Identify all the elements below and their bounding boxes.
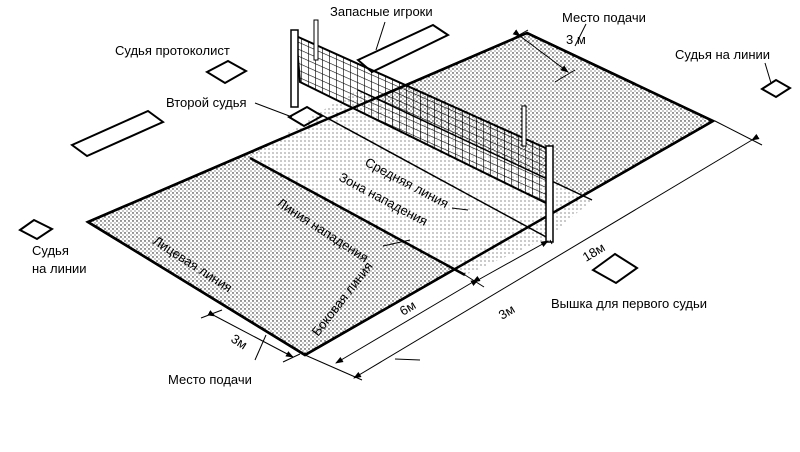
label-line-judge-left-1: Судья — [32, 243, 69, 258]
net-post-right — [545, 145, 554, 243]
label-serve-zone-top: Место подачи — [562, 10, 646, 25]
label-second-referee: Второй судья — [166, 95, 247, 110]
label-scorekeeper: Судья протоколист — [115, 43, 230, 58]
label-18m: 18м — [580, 240, 608, 265]
scorekeeper-box — [204, 59, 249, 85]
label-first-referee-stand: Вышка для первого судьи — [551, 296, 707, 311]
left-bench-area — [70, 109, 165, 158]
label-6m: 6м — [397, 297, 419, 318]
net-post-far — [313, 19, 319, 61]
label-serve-zone-bottom: Место подачи — [168, 372, 252, 387]
line-judge-left-box — [18, 218, 54, 241]
label-substitutes: Запасные игроки — [330, 4, 433, 19]
net-antenna-right — [521, 105, 527, 147]
label-3m-top: 3 м — [566, 32, 586, 47]
label-3m-side: 3м — [496, 301, 518, 322]
first-referee-stand-box — [591, 252, 639, 285]
net-post-left — [290, 29, 299, 108]
second-referee-box — [287, 105, 324, 128]
label-3m-bottom: 3м — [228, 331, 250, 352]
line-judge-right-box — [760, 78, 792, 99]
label-line-judge-right: Судья на линии — [675, 47, 770, 62]
label-line-judge-left-2: на линии — [32, 261, 87, 276]
substitutes-area — [356, 23, 451, 74]
